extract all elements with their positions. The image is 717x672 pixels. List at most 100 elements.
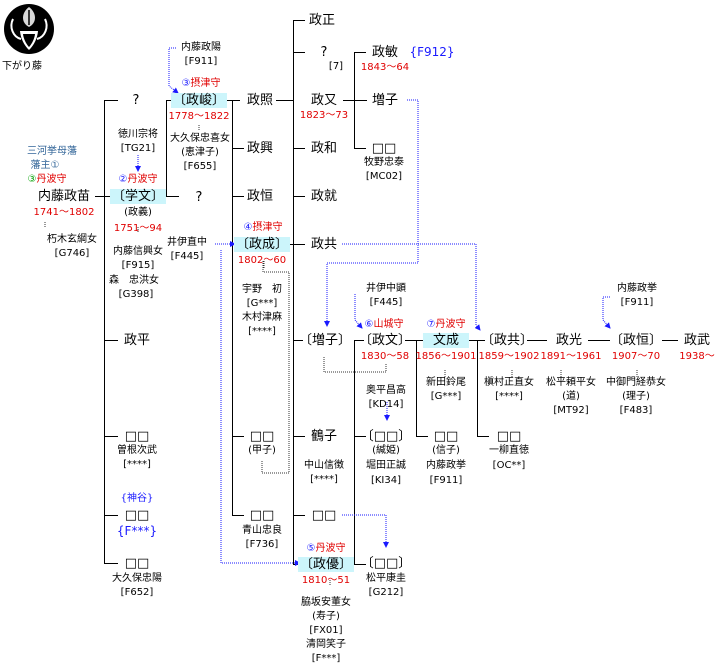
tree-connector-line — [232, 515, 244, 516]
ref-tokugawa: [TG21] — [120, 143, 156, 154]
alt-kine: (甲子) — [248, 445, 276, 456]
years-gakubun: 1751〜94 — [113, 223, 163, 234]
person-masayoshi: 〔政優〕 — [297, 557, 355, 572]
title-masayoshi: ⑤丹波守 — [306, 543, 346, 554]
domain-label-line1: 三河挙母藩 — [27, 146, 77, 157]
tree-connector-line — [232, 100, 233, 516]
person-tsuruko: 鶴子 — [310, 429, 338, 444]
spouse-matsudaira: 松平康圭 — [366, 573, 406, 584]
years-masayasu: 1823〜73 — [299, 110, 349, 121]
consort-ref-masayoshi: [F***] — [311, 653, 341, 664]
tree-connector-line — [293, 148, 305, 149]
tree-connector-line — [104, 436, 118, 437]
spouse-makino: 牧野忠泰 — [364, 157, 404, 168]
wife-ref-masatomo2: [****] — [495, 391, 523, 402]
title-masatoshi: ③摂津守 — [181, 78, 221, 89]
person-bunsei: 文成 — [422, 333, 470, 348]
years-masanae: 1741〜1802 — [33, 207, 95, 218]
tree-connector-line — [416, 340, 417, 437]
alt-kan-hime: (緘姫) — [372, 445, 400, 456]
person-unknown1: ? — [132, 93, 140, 108]
crest-label: 下がり藤 — [2, 61, 42, 72]
ref-aoyama: [F736] — [245, 539, 279, 550]
wife2-gakubun: 森 忠洪女 — [109, 275, 159, 286]
tree-connector-line — [232, 148, 244, 149]
ref-matsudaira: [G212] — [368, 587, 404, 598]
wife-alt-masatoshi: (恵津子) — [181, 147, 219, 158]
years-masatsune2: 1907〜70 — [611, 351, 661, 362]
wife-ref-masayoshi: [FX01] — [309, 625, 343, 636]
tree-connector-line — [405, 340, 425, 341]
spouse-ref-masabumi: [KD14] — [368, 399, 404, 410]
alt-gakubun: (政義) — [124, 207, 152, 218]
wife-masanae: 朽木玄綱女 — [47, 234, 97, 245]
spouse-okubo: 大久保忠陽 — [112, 573, 162, 584]
tree-connector-line — [467, 340, 485, 341]
years-masatake: 1938〜 — [679, 351, 715, 362]
person-masabumi: 〔政文〕 — [358, 333, 412, 348]
years-masanari: 1802〜60 — [237, 255, 287, 266]
tree-connector-line — [354, 340, 364, 341]
ref-masatoshi2: {F912} — [409, 45, 455, 59]
person-hitotsuyanagi-wife: □□ — [496, 429, 522, 444]
ref-okubo: [F652] — [120, 587, 154, 598]
person-kine: □□ — [249, 429, 275, 444]
title-masanae: ③丹波守 — [27, 174, 67, 185]
person-gakubun: 〔学文〕 — [109, 189, 167, 204]
wife-ref-masatsune2: [F483] — [619, 405, 653, 416]
consort-masayoshi: 清岡笑子 — [306, 639, 346, 650]
tree-connector-line — [293, 244, 305, 245]
ref-naito-masaakira: [F911] — [184, 56, 218, 67]
tree-connector-line — [104, 563, 118, 564]
ref-kamiya: {F***} — [116, 524, 158, 538]
tree-connector-line — [477, 436, 489, 437]
tree-connector-line — [232, 196, 244, 197]
consort1-ref-masanari: [G***] — [246, 298, 278, 309]
note-unknown3: [7] — [328, 61, 344, 72]
tree-connector-line — [293, 436, 305, 437]
tree-connector-line — [354, 436, 366, 437]
person-aoyama-wife: □□ — [249, 508, 275, 523]
title-gakubun: ②丹波守 — [118, 174, 158, 185]
person-masamasa: 政正 — [308, 13, 336, 28]
person-masatsune1: 政恒 — [246, 189, 274, 204]
tree-connector-line — [232, 436, 244, 437]
spouse-kan-hime: 堀田正誠 — [366, 460, 406, 471]
person-okubo-daughter: □□ — [124, 556, 150, 571]
tree-connector-line — [276, 100, 294, 101]
spouse-nobuko: 内藤政挙 — [426, 460, 466, 471]
ref-kan-hime: [KI34] — [370, 475, 402, 486]
person-masanari: 〔政成〕 — [233, 237, 291, 252]
person-ii-nakaaki: 井伊中顕 — [366, 283, 406, 294]
tree-connector-line — [166, 100, 167, 197]
alt-nobuko: (信子) — [432, 445, 460, 456]
title-bunsei: ⑦丹波守 — [426, 319, 466, 330]
person-masahira: 政平 — [123, 333, 151, 348]
person-masatomo: 政共 — [310, 237, 338, 252]
person-naito-masataka: 内藤政挙 — [617, 283, 657, 294]
consort2-ref-masanari: [****] — [248, 326, 276, 337]
person-masateru: 政照 — [246, 93, 274, 108]
consort2-masanari: 木村津麻 — [242, 312, 282, 323]
years-masamitsu: 1891〜1961 — [540, 351, 602, 362]
wife-ref-masamitsu: [MT92] — [553, 405, 589, 416]
tree-connector-line — [293, 52, 305, 53]
wife-ref-masatoshi: [F655] — [183, 161, 217, 172]
person-masatoshi: 〔政峻〕 — [170, 93, 228, 108]
tree-connector-line — [293, 340, 303, 341]
person-nobuko: □□ — [433, 429, 459, 444]
house-kamiya: {神谷} — [120, 493, 154, 504]
spouse-hitotsuyanagi: 一柳直徳 — [489, 445, 529, 456]
tree-connector-line — [293, 515, 305, 516]
wife-bunsei: 新田鈴尾 — [426, 377, 466, 388]
tree-connector-line — [343, 100, 367, 101]
person-masakazu: 政和 — [310, 141, 338, 156]
consort1-masanari: 宇野 初 — [242, 284, 282, 295]
person-unknown3: ? — [320, 45, 328, 60]
years-masayoshi: 1810〜51 — [301, 575, 351, 586]
person-kan-hime: 〔□□〕 — [360, 429, 412, 444]
tree-connector-line — [354, 340, 355, 564]
tree-connector-line — [104, 515, 118, 516]
tree-connector-line — [348, 564, 366, 565]
